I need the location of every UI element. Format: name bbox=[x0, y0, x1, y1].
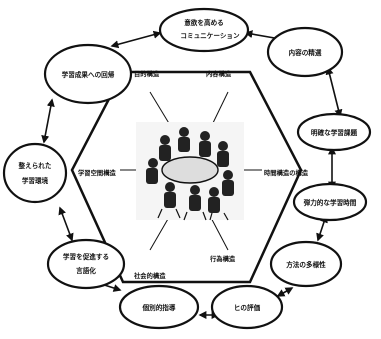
bubble-upper-left: 学習成果への回帰 bbox=[43, 43, 133, 105]
bubble-right-2-line-1: 弾力的な学習時間 bbox=[304, 198, 357, 207]
hex-label-top-left: 目的構造 bbox=[134, 69, 160, 78]
bubble-top: 意欲を高める コミュニケーション bbox=[158, 7, 250, 53]
bubble-bottom-left-line-1: 個別的指導 bbox=[142, 303, 176, 312]
bubble-lower-right-line-1: 方法の多様性 bbox=[286, 260, 326, 269]
bubble-lower-left: 学習を促進する 言語化 bbox=[46, 238, 126, 290]
bubble-upper-right-line-1: 内容の精選 bbox=[289, 48, 322, 57]
bubble-left-line-1: 整えられた bbox=[19, 161, 52, 170]
hexagon-frame bbox=[70, 70, 303, 284]
hex-label-top-right: 内容構造 bbox=[206, 69, 232, 78]
bubble-lower-right: 方法の多様性 bbox=[269, 240, 343, 288]
bubble-right-1: 明確な学習課題 bbox=[296, 112, 372, 152]
students-around-table-illustration bbox=[136, 122, 244, 221]
bubble-bottom-right: ヒの評価 bbox=[210, 284, 284, 330]
bubble-top-line-2: コミュニケーション bbox=[180, 32, 240, 40]
bubble-bottom-right-line-1: ヒの評価 bbox=[234, 303, 261, 312]
bubble-upper-right: 内容の精選 bbox=[266, 26, 344, 78]
bubble-right-2: 弾力的な学習時間 bbox=[292, 182, 368, 222]
hex-label-bottom-left: 社会的構造 bbox=[133, 271, 166, 280]
hex-label-right: 時間構造の構造 bbox=[264, 168, 309, 177]
bubble-left: 整えられた 学習環境 bbox=[2, 142, 68, 204]
hex-label-left: 学習空間構造 bbox=[78, 168, 116, 177]
bubble-lower-left-line-1: 学習を促進する bbox=[63, 252, 109, 261]
bubble-lower-left-line-2: 言語化 bbox=[76, 266, 96, 275]
bubble-left-line-2: 学習環境 bbox=[22, 176, 49, 185]
hex-label-bottom-right: 行為構造 bbox=[209, 254, 236, 263]
bubble-bottom-left: 個別的指導 bbox=[118, 284, 200, 330]
bubble-top-line-1: 意欲を高める bbox=[184, 18, 224, 27]
bubble-upper-left-line-1: 学習成果への回帰 bbox=[62, 70, 115, 79]
bubble-right-1-line-1: 明確な学習課題 bbox=[311, 128, 358, 137]
